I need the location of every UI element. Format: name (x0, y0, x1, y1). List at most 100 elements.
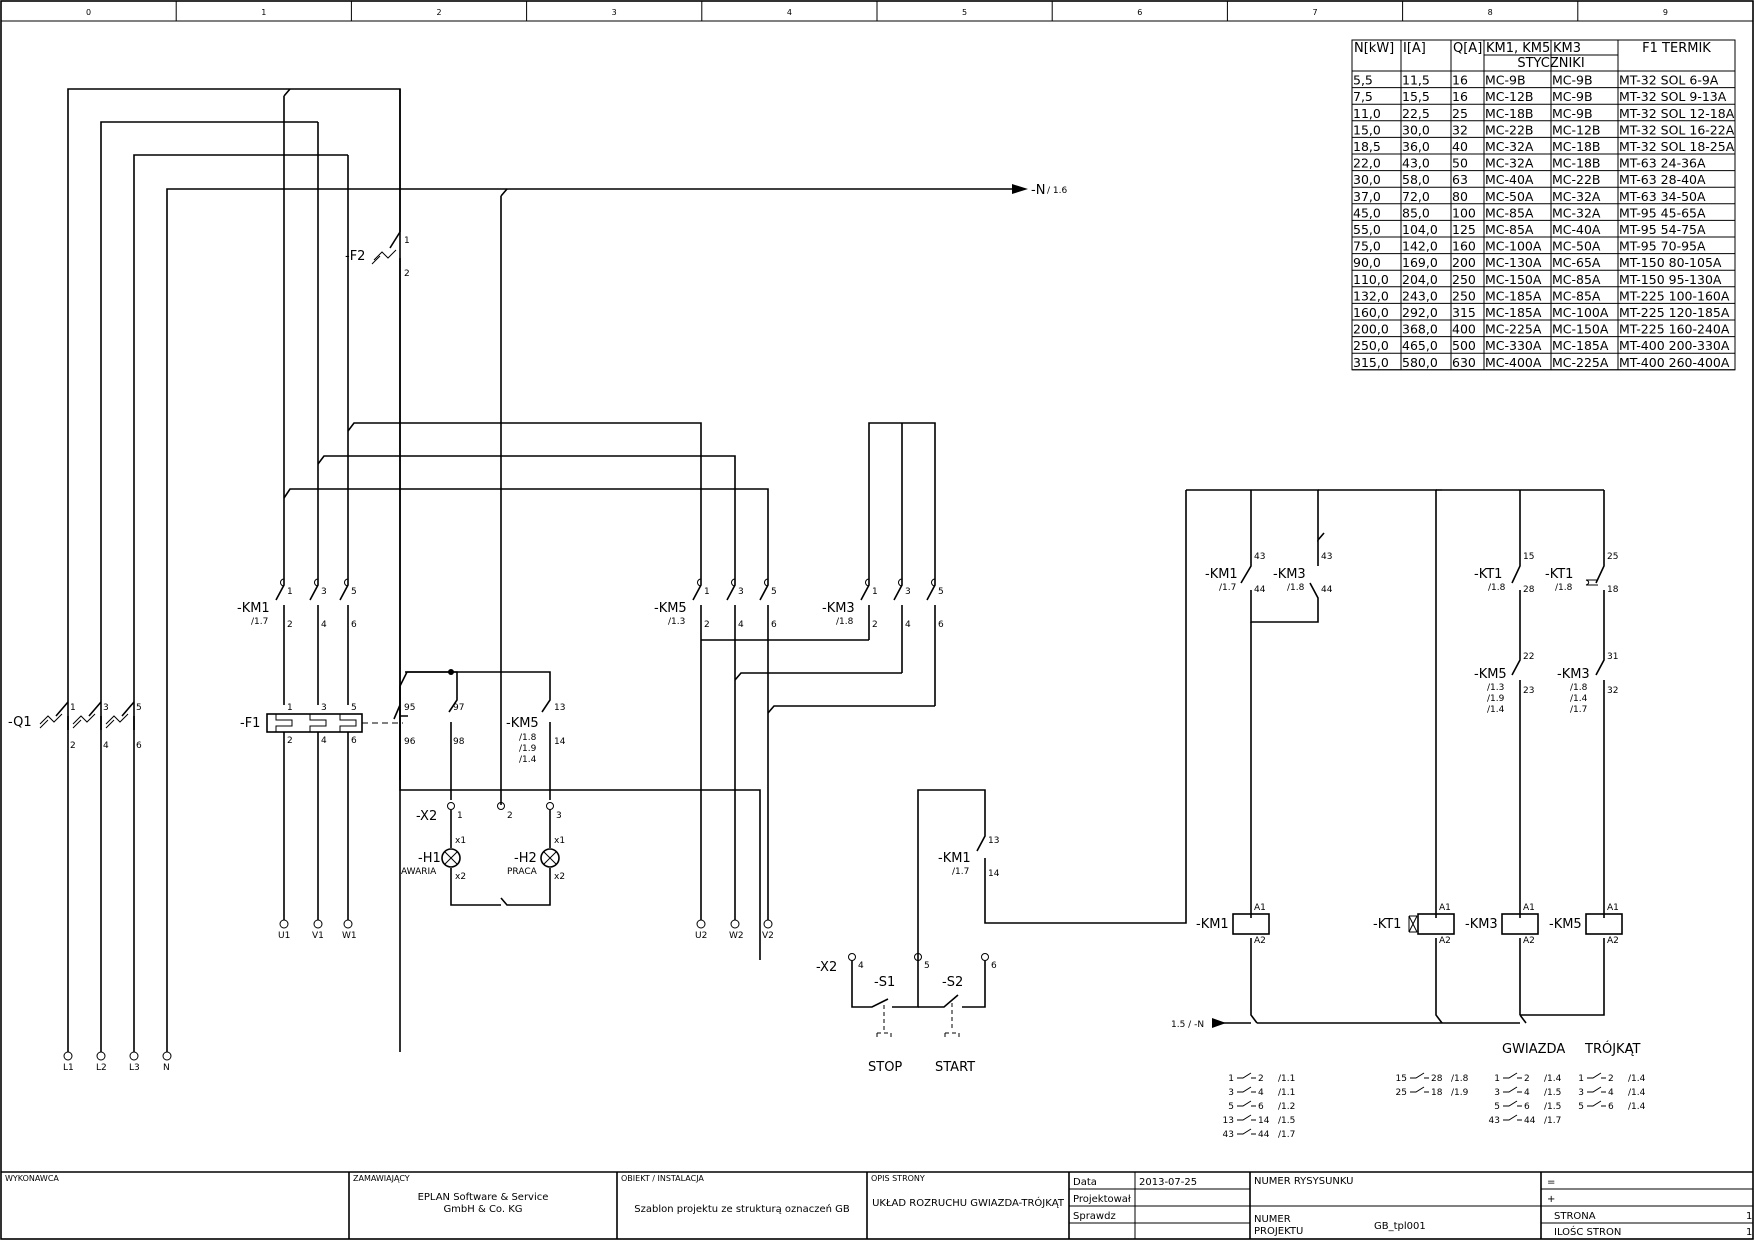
table-cell: MC-85A (1485, 222, 1534, 237)
table-cell: MC-32A (1485, 139, 1534, 154)
km3-coil-label: -KM3 (1465, 917, 1498, 932)
table-cell: 30,0 (1353, 172, 1381, 187)
pin: 23 (1523, 686, 1534, 696)
pin: 1 (704, 587, 710, 597)
obiekt-label: OBIEKT / INSTALACJA (621, 1174, 704, 1183)
table-cell: MT-400 200-330A (1619, 338, 1730, 353)
cross-ref: /1.8 (1488, 583, 1506, 593)
numer-projektu-value: GB_tpl001 (1374, 1221, 1426, 1232)
table-cell: 200 (1452, 255, 1476, 270)
pin: 6 (991, 961, 997, 971)
cross-ref: /1.3 (668, 617, 685, 627)
table-cell: MC-50A (1552, 239, 1601, 254)
cross-ref: /1.4 (1570, 694, 1588, 704)
pin: 1 (404, 236, 410, 246)
table-cell: MC-9B (1552, 89, 1593, 104)
table-cell: 36,0 (1402, 139, 1430, 154)
table-subheader: STYCZNIKI (1517, 56, 1584, 71)
mirror-contact-symbol (1237, 1086, 1256, 1093)
pin: 28 (1523, 585, 1535, 595)
table-cell: MT-225 160-240A (1619, 322, 1730, 337)
pin: 2 (287, 620, 293, 630)
table-cell: 100 (1452, 205, 1476, 220)
mirror-ref: /1.2 (1278, 1102, 1295, 1112)
pin: 1 (457, 811, 463, 821)
pin: 14 (554, 737, 566, 747)
mirror-pin-a: 3 (1578, 1088, 1584, 1098)
mirror-pin-a: 1 (1494, 1074, 1500, 1084)
pin: 4 (321, 736, 327, 746)
pin: 13 (554, 703, 565, 713)
ruler-column-label: 3 (612, 8, 617, 17)
pin: 95 (404, 703, 415, 713)
pin: 18 (1607, 585, 1619, 595)
table-cell: 16 (1452, 89, 1468, 104)
table-cell: 80 (1452, 189, 1468, 204)
n-in-label: 1.5 / -N (1171, 1020, 1204, 1030)
pin: 6 (136, 741, 142, 751)
mirror-pin-b: 14 (1258, 1116, 1270, 1126)
pin: 31 (1607, 652, 1618, 662)
table-cell: MT-63 28-40A (1619, 172, 1706, 187)
mirror-pin-a: 1 (1578, 1074, 1584, 1084)
pin: 44 (1254, 585, 1266, 595)
table-cell: 110,0 (1353, 272, 1389, 287)
table-cell: MT-95 54-75A (1619, 222, 1706, 237)
gwiazda-caption: GWIAZDA (1502, 1042, 1565, 1057)
table-cell: MC-130A (1485, 255, 1542, 270)
table-cell: 55,0 (1353, 222, 1381, 237)
s1-label: -S1 (874, 975, 895, 990)
zamawiajacy-label: ZAMAWIAJĄCY (353, 1174, 410, 1183)
cross-ref: /1.9 (1487, 694, 1505, 704)
table-cell: 85,0 (1402, 205, 1430, 220)
table-cell: MT-150 80-105A (1619, 255, 1722, 270)
pin: 2 (287, 736, 293, 746)
mirror-pin-a: 25 (1396, 1088, 1407, 1098)
km5-coil (1585, 913, 1623, 935)
pin: x2 (455, 872, 466, 882)
table-cell: 40 (1452, 139, 1468, 154)
pin: 96 (404, 737, 416, 747)
table-cell: MC-12B (1485, 89, 1534, 104)
table-cell: 72,0 (1402, 189, 1430, 204)
pin: 3 (103, 703, 109, 713)
ruler-column-label: 9 (1663, 8, 1668, 17)
table-cell: MC-18B (1485, 106, 1534, 121)
mirror-contact-symbol (1237, 1114, 1256, 1121)
ruler-column-label: 6 (1137, 8, 1142, 17)
pin: 4 (738, 620, 744, 630)
table-cell: 11,5 (1402, 73, 1430, 88)
mirror-pin-a: 1 (1228, 1074, 1234, 1084)
obiekt-value: Szablon projektu ze strukturą oznaczeń G… (634, 1203, 850, 1215)
mirror-pin-b: 28 (1431, 1074, 1443, 1084)
h1-label: -H1 (418, 851, 441, 866)
table-cell: 32 (1452, 122, 1468, 137)
km1-hold-label: -KM1 (938, 851, 971, 866)
cross-ref: /1.8 (1570, 683, 1588, 693)
table-cell: 250 (1452, 288, 1476, 303)
pin: 13 (988, 836, 999, 846)
pin: 2 (704, 620, 710, 630)
mirror-contact-symbol (1503, 1100, 1522, 1107)
terminal-v1: V1 (312, 931, 324, 941)
table-cell: MC-65A (1552, 255, 1601, 270)
mirror-contact-symbol (1503, 1072, 1522, 1079)
opis-value: UKŁAD ROZRUCHU GWIAZDA-TRÓJKĄT (872, 1196, 1065, 1209)
n-out-label: -N (1031, 183, 1045, 198)
km5-aux-label: -KM5 (506, 716, 539, 731)
mirror-ref: /1.7 (1544, 1116, 1561, 1126)
table-cell: MT-63 24-36A (1619, 156, 1706, 171)
cross-ref: /1.4 (519, 755, 537, 765)
table-cell: MC-185A (1485, 305, 1542, 320)
n-out-ref: / 1.6 (1047, 186, 1067, 196)
table-cell: MT-32 SOL 16-22A (1619, 122, 1735, 137)
kt1-coil (1417, 913, 1455, 935)
table-cell: 368,0 (1402, 322, 1438, 337)
